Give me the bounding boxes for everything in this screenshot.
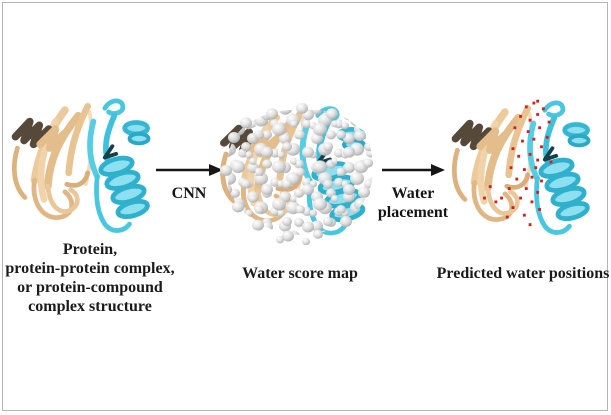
input-structure-caption: Protein, protein-protein complex, or pro…	[0, 240, 180, 316]
caption-line: Protein,	[62, 241, 118, 258]
caption-line: complex structure	[28, 298, 152, 315]
water-score-spheres	[220, 102, 374, 246]
protein-structure-illustration	[6, 93, 158, 245]
cnn-arrow-label: CNN	[155, 184, 223, 203]
water-placement-arrow-icon	[382, 164, 445, 176]
cnn-label-line: CNN	[171, 185, 207, 202]
predicted-water-positions-caption: Predicted water positions	[433, 264, 611, 283]
water-score-map-caption: Water score map	[210, 264, 390, 283]
caption-line: Predicted water positions	[436, 265, 610, 282]
cnn-arrow-icon	[156, 164, 223, 176]
water-score-map-illustration	[214, 102, 374, 246]
predicted-water-dots	[483, 99, 553, 227]
water-placement-arrow-label: Water placement	[363, 184, 463, 222]
water-placement-label-line-1: Water	[391, 185, 435, 202]
caption-line: Water score map	[242, 265, 358, 282]
predicted-water-positions-illustration	[442, 95, 602, 247]
caption-line: protein-protein complex,	[5, 260, 175, 277]
caption-line: or protein-compound	[17, 279, 163, 296]
water-placement-label-line-2: placement	[377, 204, 449, 221]
